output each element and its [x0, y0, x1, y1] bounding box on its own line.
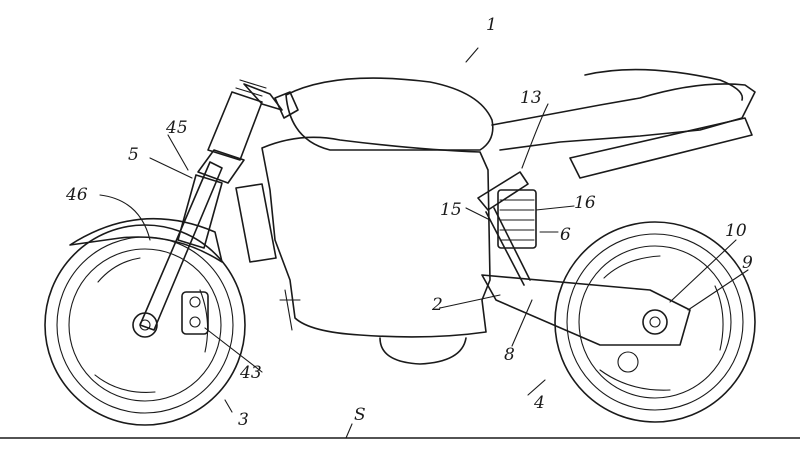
- brake-caliper: [181, 291, 209, 335]
- reference-labels: 1 2 3 4 5 6 8 9 10 13 15 16 43 45 46 S: [65, 15, 753, 430]
- radiator: [235, 183, 277, 263]
- rear-sprocket: [617, 351, 639, 373]
- swingarm: [481, 274, 691, 346]
- label-1: 1: [486, 15, 497, 35]
- foot-peg: [279, 289, 301, 331]
- front-fork: [139, 79, 299, 331]
- label-8: 8: [504, 345, 515, 365]
- label-6: 6: [560, 225, 571, 245]
- label-46: 46: [65, 185, 88, 205]
- label-10: 10: [725, 221, 747, 241]
- label-2: 2: [431, 295, 443, 315]
- oil-sump: [379, 337, 467, 365]
- label-S: S: [354, 405, 366, 425]
- label-13: 13: [520, 88, 542, 108]
- front-wheel: [44, 224, 246, 426]
- seat: [584, 68, 744, 101]
- label-43: 43: [239, 363, 262, 383]
- rear-shock: [477, 171, 537, 286]
- label-15: 15: [440, 200, 462, 220]
- leader-lines: [99, 47, 749, 439]
- label-4: 4: [533, 393, 545, 413]
- rear-frame: [491, 68, 756, 179]
- label-5: 5: [128, 145, 139, 165]
- label-3: 3: [238, 410, 249, 430]
- exhaust: [569, 117, 753, 179]
- fuel-tank: [285, 77, 494, 151]
- label-45: 45: [165, 118, 188, 138]
- label-16: 16: [574, 193, 596, 213]
- label-9: 9: [742, 253, 753, 273]
- rear-wheel: [554, 221, 756, 423]
- engine: [261, 136, 491, 338]
